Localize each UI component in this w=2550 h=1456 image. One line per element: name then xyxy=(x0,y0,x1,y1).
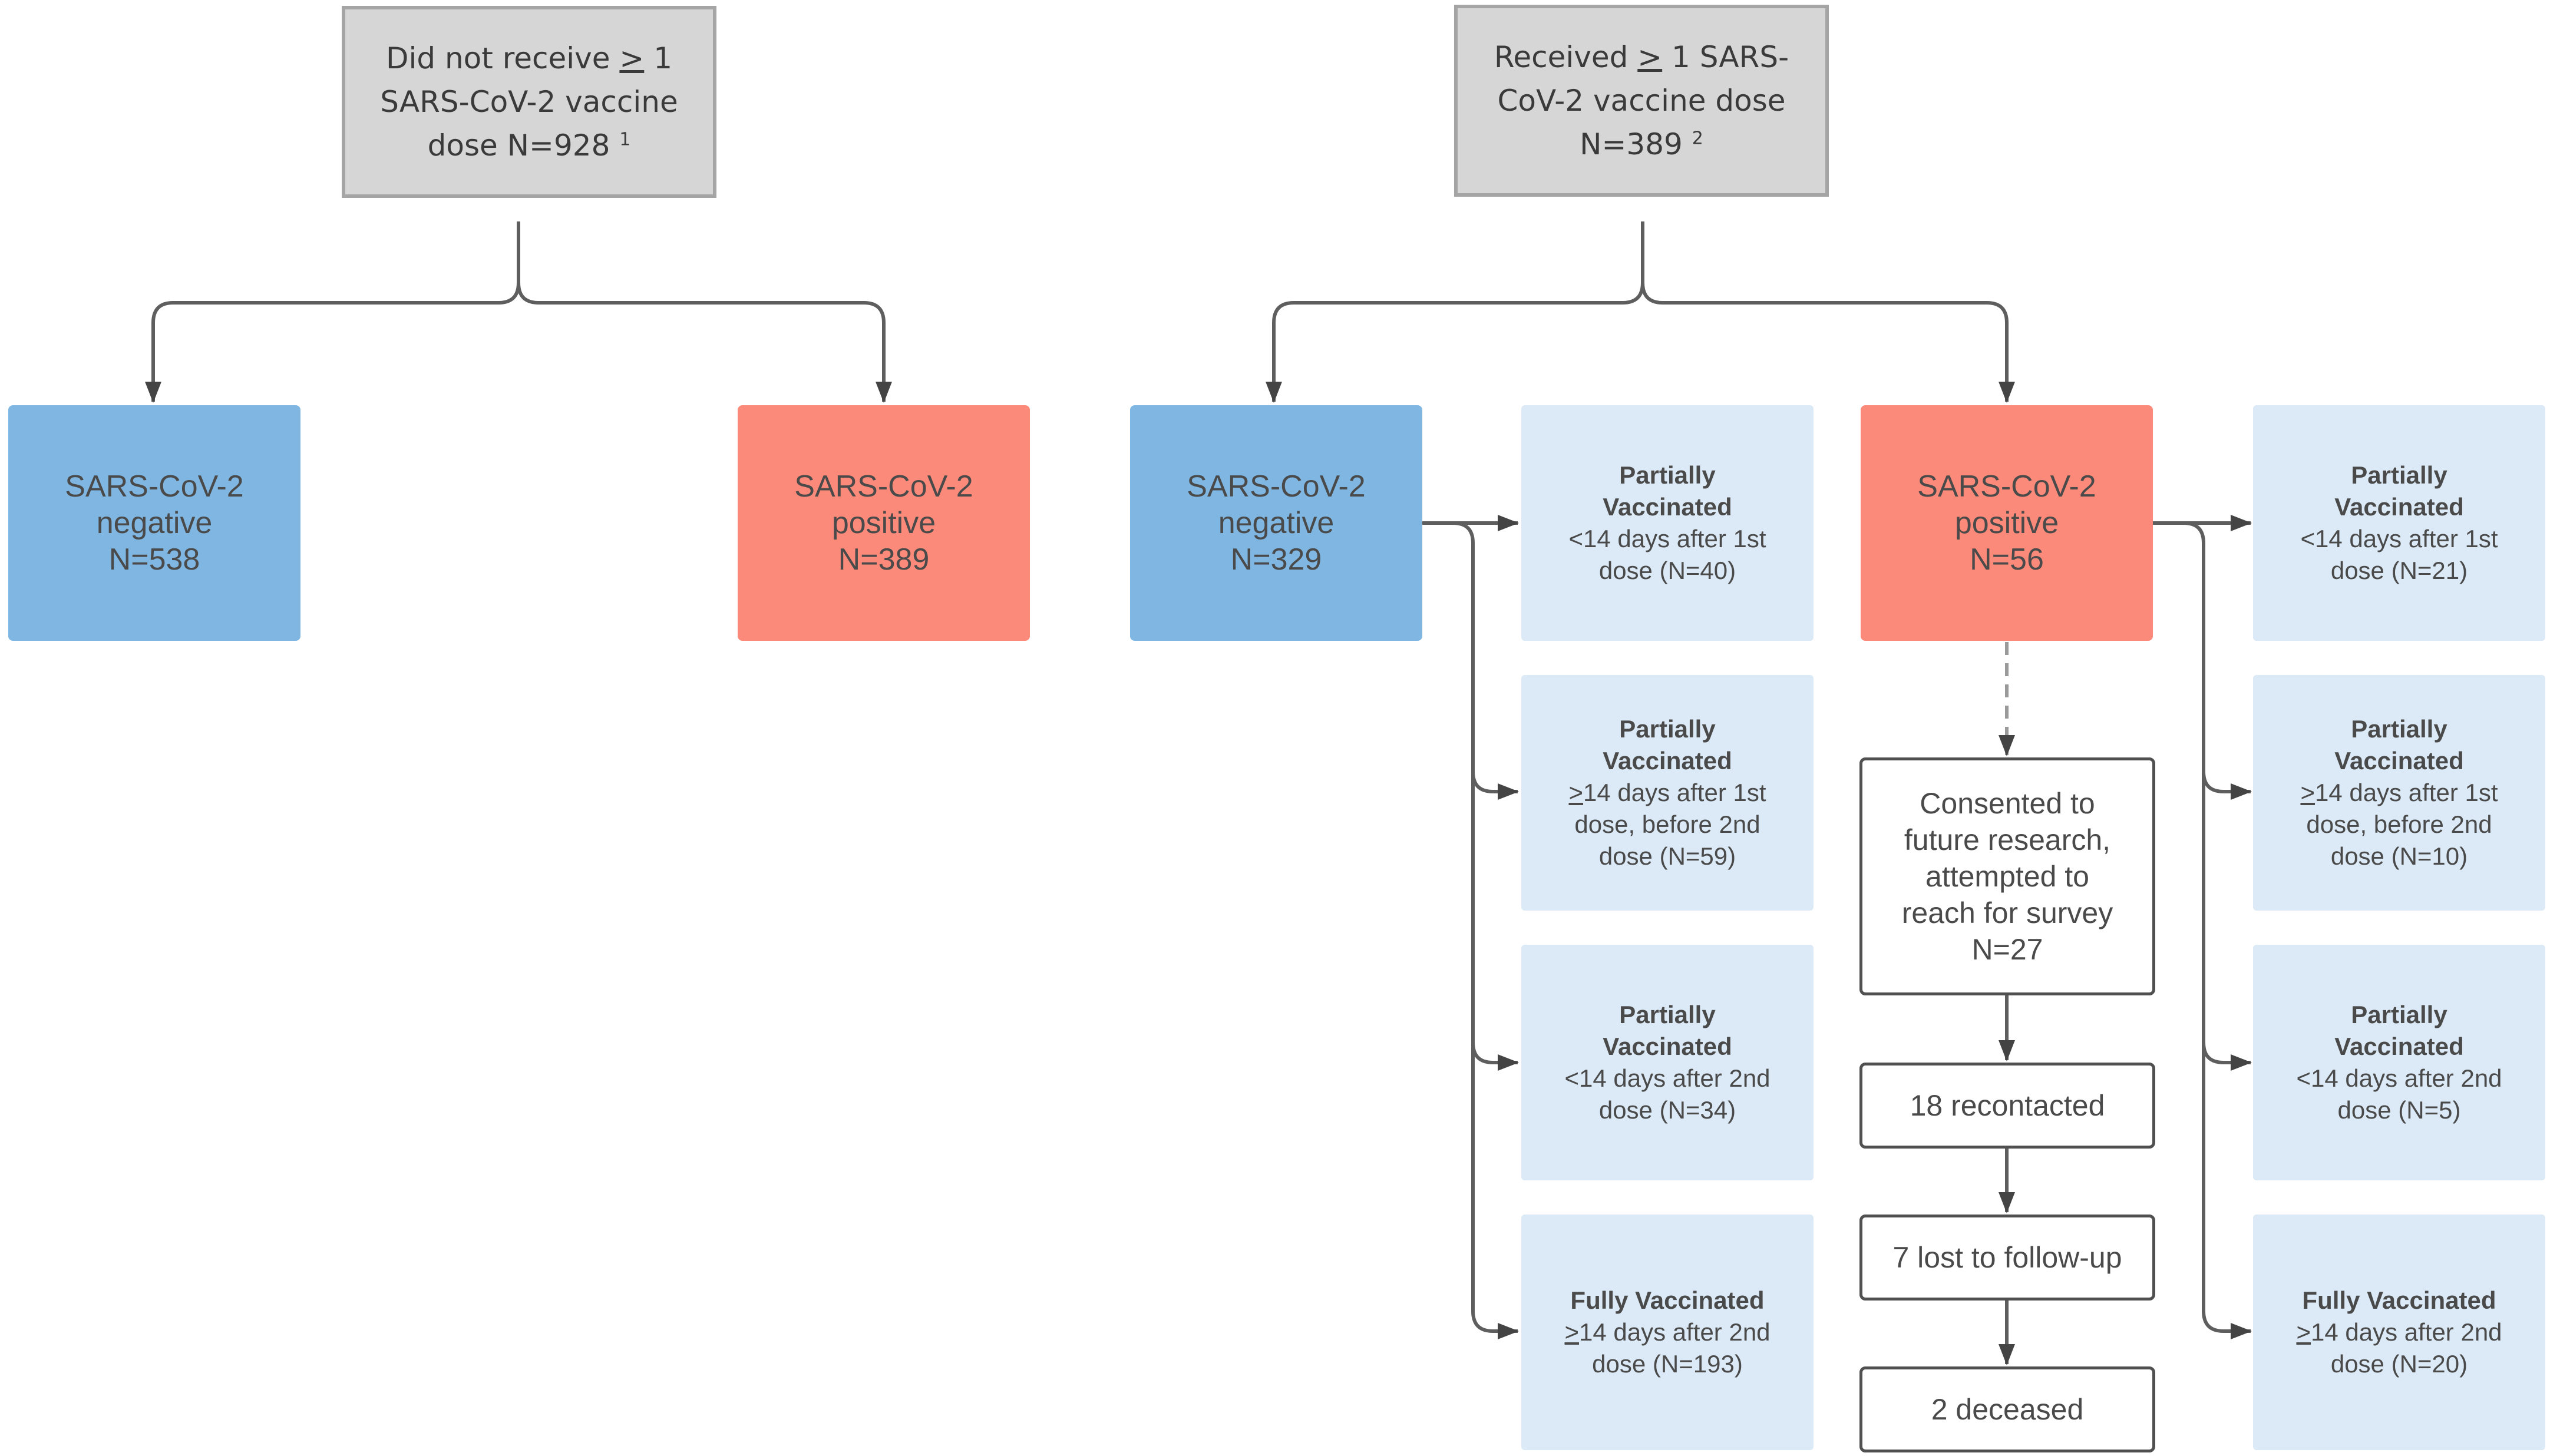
followup-recontacted: 18 recontacted xyxy=(1859,1063,2155,1149)
connector-right-branch-pos xyxy=(1641,282,2015,403)
neg-subgroup-fully-vaccinated: Fully Vaccinated >14 days after 2nd dose… xyxy=(1521,1215,1814,1450)
connector-left-branch-pos xyxy=(517,282,892,403)
followup-consented: Consented to future research, attempted … xyxy=(1859,757,2155,995)
box-right-positive: SARS-CoV-2 positive N=56 xyxy=(1861,405,2153,641)
followup-deceased: 2 deceased xyxy=(1859,1366,2155,1452)
footnote-marker: 1 xyxy=(619,129,631,150)
box-right-negative: SARS-CoV-2 negative N=329 xyxy=(1130,405,1422,641)
connector-neg-sub3 xyxy=(1471,766,1519,1071)
connector-right-trunk xyxy=(1266,221,1644,403)
header-vaccinated: Received > 1 SARS- CoV-2 vaccine dose N=… xyxy=(1454,5,1829,197)
pos-subgroup-partial-lt14-second: Partially Vaccinated <14 days after 2nd … xyxy=(2253,945,2545,1180)
followup-lost: 7 lost to follow-up xyxy=(1859,1215,2155,1301)
connector-neg-sub2 xyxy=(1422,521,1519,800)
box-left-negative: SARS-CoV-2 negative N=538 xyxy=(8,405,300,641)
neg-subgroup-partial-lt14-first: Partially Vaccinated <14 days after 1st … xyxy=(1521,405,1814,641)
pos-subgroup-partial-ge14-first: Partially Vaccinated >14 days after 1st … xyxy=(2253,675,2545,911)
header-not-vaccinated: Did not receive > 1 SARS-CoV-2 vaccine d… xyxy=(342,6,716,198)
connector-neg-sub4 xyxy=(1471,1037,1519,1339)
pos-subgroup-fully-vaccinated: Fully Vaccinated >14 days after 2nd dose… xyxy=(2253,1215,2545,1450)
neg-subgroup-partial-ge14-first: Partially Vaccinated >14 days after 1st … xyxy=(1521,675,1814,911)
connector-pos-sub4 xyxy=(2202,1037,2252,1339)
box-left-positive: SARS-CoV-2 positive N=389 xyxy=(738,405,1030,641)
connector-pos-sub3 xyxy=(2202,766,2252,1071)
connector-left-trunk xyxy=(145,221,520,403)
neg-subgroup-partial-lt14-second: Partially Vaccinated <14 days after 2nd … xyxy=(1521,945,1814,1180)
pos-subgroup-partial-lt14-first: Partially Vaccinated <14 days after 1st … xyxy=(2253,405,2545,641)
footnote-marker: 2 xyxy=(1692,128,1703,149)
connector-pos-sub2 xyxy=(2153,521,2252,800)
